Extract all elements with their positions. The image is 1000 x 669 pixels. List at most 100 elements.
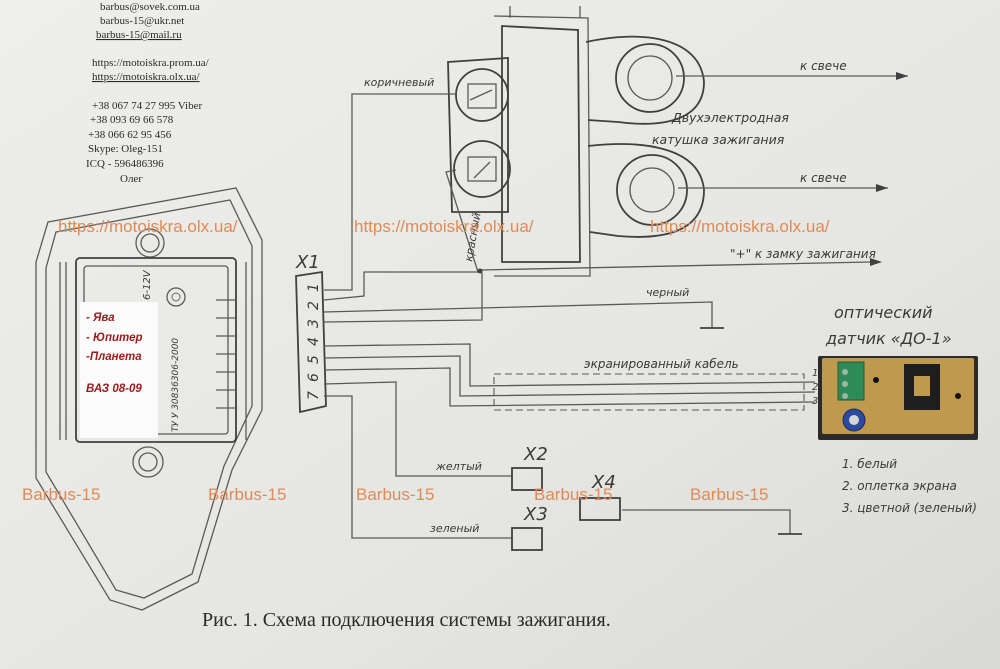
sensor-pin-3: 3	[812, 396, 818, 407]
watermark-brand-2: Barbus-15	[208, 485, 286, 504]
module-part-number: ТУ У 30836306-2000	[171, 338, 181, 432]
connector-x2-label: X2	[523, 444, 548, 465]
connector-x1-pin-6: 6	[306, 373, 322, 382]
model-vaz: ВАЗ 08-09	[86, 383, 142, 395]
module-fins	[59, 262, 247, 440]
connector-x1-pin-2: 2	[306, 301, 322, 310]
figure-caption: Рис. 1. Схема подключения системы зажига…	[202, 609, 611, 631]
wire-red	[323, 271, 480, 301]
sensor-legend-2: 2. оплетка экрана	[842, 479, 957, 493]
contact-email-1: barbus@sovek.com.ua	[100, 1, 200, 13]
wire-yellow-label: желтый	[435, 460, 482, 473]
sensor-title-1: оптический	[834, 303, 933, 322]
sensor-title-2: датчик «ДО-1»	[825, 329, 952, 348]
spark-tower-1	[615, 43, 685, 113]
to-plug-2-label: к свече	[800, 171, 847, 185]
contact-email-2: barbus-15@ukr.net	[100, 15, 184, 27]
model-java: - Ява	[86, 312, 115, 324]
sensor-legend-3: 3. цветной (зеленый)	[842, 501, 977, 515]
connector-x1-label: X1	[295, 252, 320, 273]
arrow-right-icon	[876, 184, 888, 192]
model-planeta: -Планета	[86, 351, 142, 363]
ignition-coil: Двухэлектродная катушка зажигания к свеч…	[447, 6, 908, 277]
module-flange	[35, 187, 263, 611]
wire-brown	[324, 93, 456, 291]
coil-core	[501, 25, 581, 263]
watermark-url-1: https://motoiskra.olx.ua/	[58, 217, 238, 236]
module-body	[75, 257, 237, 443]
wire-black	[323, 301, 713, 328]
wire-brown-label: коричневый	[364, 76, 434, 89]
arrow-right-icon	[896, 72, 908, 80]
connector-x2-body	[511, 467, 543, 491]
connector-x1-pin-4: 4	[306, 337, 322, 346]
shielded-cable-label: экранированный кабель	[584, 357, 739, 371]
contact-name: Олег	[120, 173, 143, 185]
watermark-brand-4: Barbus-15	[534, 485, 612, 504]
module-flange-inner	[45, 199, 253, 599]
arrow-right-icon	[870, 258, 882, 266]
wire-sensor-1	[323, 343, 816, 387]
contact-site-2: https://motoiskra.olx.ua/	[92, 71, 200, 83]
coil-terminal-brown	[455, 68, 509, 122]
contact-phone-2: +38 093 69 66 578	[90, 114, 174, 126]
contact-phone-1: +38 067 74 27 995 Viber	[92, 100, 202, 112]
ignition-module: 6-12V ТУ У 30836306-2000 - Ява - Юпитер …	[35, 187, 263, 611]
coil-secondary-top	[585, 35, 705, 125]
connector-x3-body	[511, 527, 543, 551]
sensor-legend-1: 1. белый	[842, 457, 897, 471]
connector-x1-body	[295, 270, 327, 414]
watermark-brand-1: Barbus-15	[22, 485, 100, 504]
connector-x1-pin-5: 5	[306, 355, 322, 364]
coil-terminal-red	[453, 140, 511, 198]
contact-skype: Skype: Oleg-151	[88, 143, 163, 155]
mount-hole-top	[135, 228, 165, 258]
contact-email-3: barbus-15@mail.ru	[96, 29, 182, 41]
contact-site-1: https://motoiskra.prom.ua/	[92, 57, 210, 69]
wiring: коричневый красный "+" к замку зажигания…	[323, 76, 882, 539]
to-ignition-label: "+" к замку зажигания	[730, 247, 876, 261]
wire-yellow	[323, 381, 512, 477]
connector-x4-body	[579, 497, 621, 521]
wire-black-label: черный	[646, 286, 689, 299]
contact-icq: ICQ - 596486396	[86, 158, 164, 170]
sensor-pin-2: 2	[812, 382, 818, 393]
watermark-brand-3: Barbus-15	[356, 485, 434, 504]
wire-to-ignition-switch	[479, 261, 871, 271]
spark-tower-2	[616, 154, 688, 226]
connector-x3-label: X3	[523, 504, 548, 525]
wire-green	[324, 395, 512, 539]
module-voltage: 6-12V	[142, 269, 153, 300]
watermark-url-3: https://motoiskra.olx.ua/	[650, 217, 830, 236]
connector-x1-pin-3: 3	[306, 319, 322, 328]
watermark-url-2: https://motoiskra.olx.ua/	[354, 217, 534, 236]
connector-x1-pin-1: 1	[306, 283, 322, 292]
sensor-pin-1: 1	[812, 368, 818, 379]
model-jupiter: - Юпитер	[86, 332, 143, 344]
sensor-terminal-block	[837, 361, 865, 401]
optical-sensor: оптический датчик «ДО-1» 1 2 3 1. белый …	[812, 303, 978, 515]
mount-hole-bottom	[132, 446, 164, 478]
wire-sensor-2	[323, 355, 816, 397]
watermarks: https://motoiskra.olx.ua/ https://motois…	[22, 217, 830, 504]
connector-x1: X1 7 6 5 4 3 2 1	[295, 252, 327, 414]
module-label	[80, 302, 158, 438]
coil-secondary-bottom	[587, 143, 705, 238]
watermark-brand-5: Barbus-15	[690, 485, 768, 504]
extra-connectors: X2 X3 X4	[511, 444, 621, 551]
adjust-knob-icon	[166, 287, 186, 307]
to-plug-1-label: к свече	[800, 59, 847, 73]
connector-x1-pin-7: 7	[306, 391, 322, 400]
wire-sensor-3	[323, 367, 816, 407]
coil-primary-housing	[447, 57, 509, 213]
connector-x4-label: X4	[591, 472, 616, 493]
wire-green-label: зеленый	[430, 522, 479, 535]
coil-title-2: катушка зажигания	[652, 132, 785, 147]
wire-x4-ground	[622, 509, 791, 534]
module-pins	[216, 299, 236, 409]
shielded-cable-sheath	[493, 373, 805, 411]
contact-phone-3: +38 066 62 95 456	[88, 129, 172, 141]
contact-info: barbus@sovek.com.ua barbus-15@ukr.net ba…	[86, 1, 210, 185]
